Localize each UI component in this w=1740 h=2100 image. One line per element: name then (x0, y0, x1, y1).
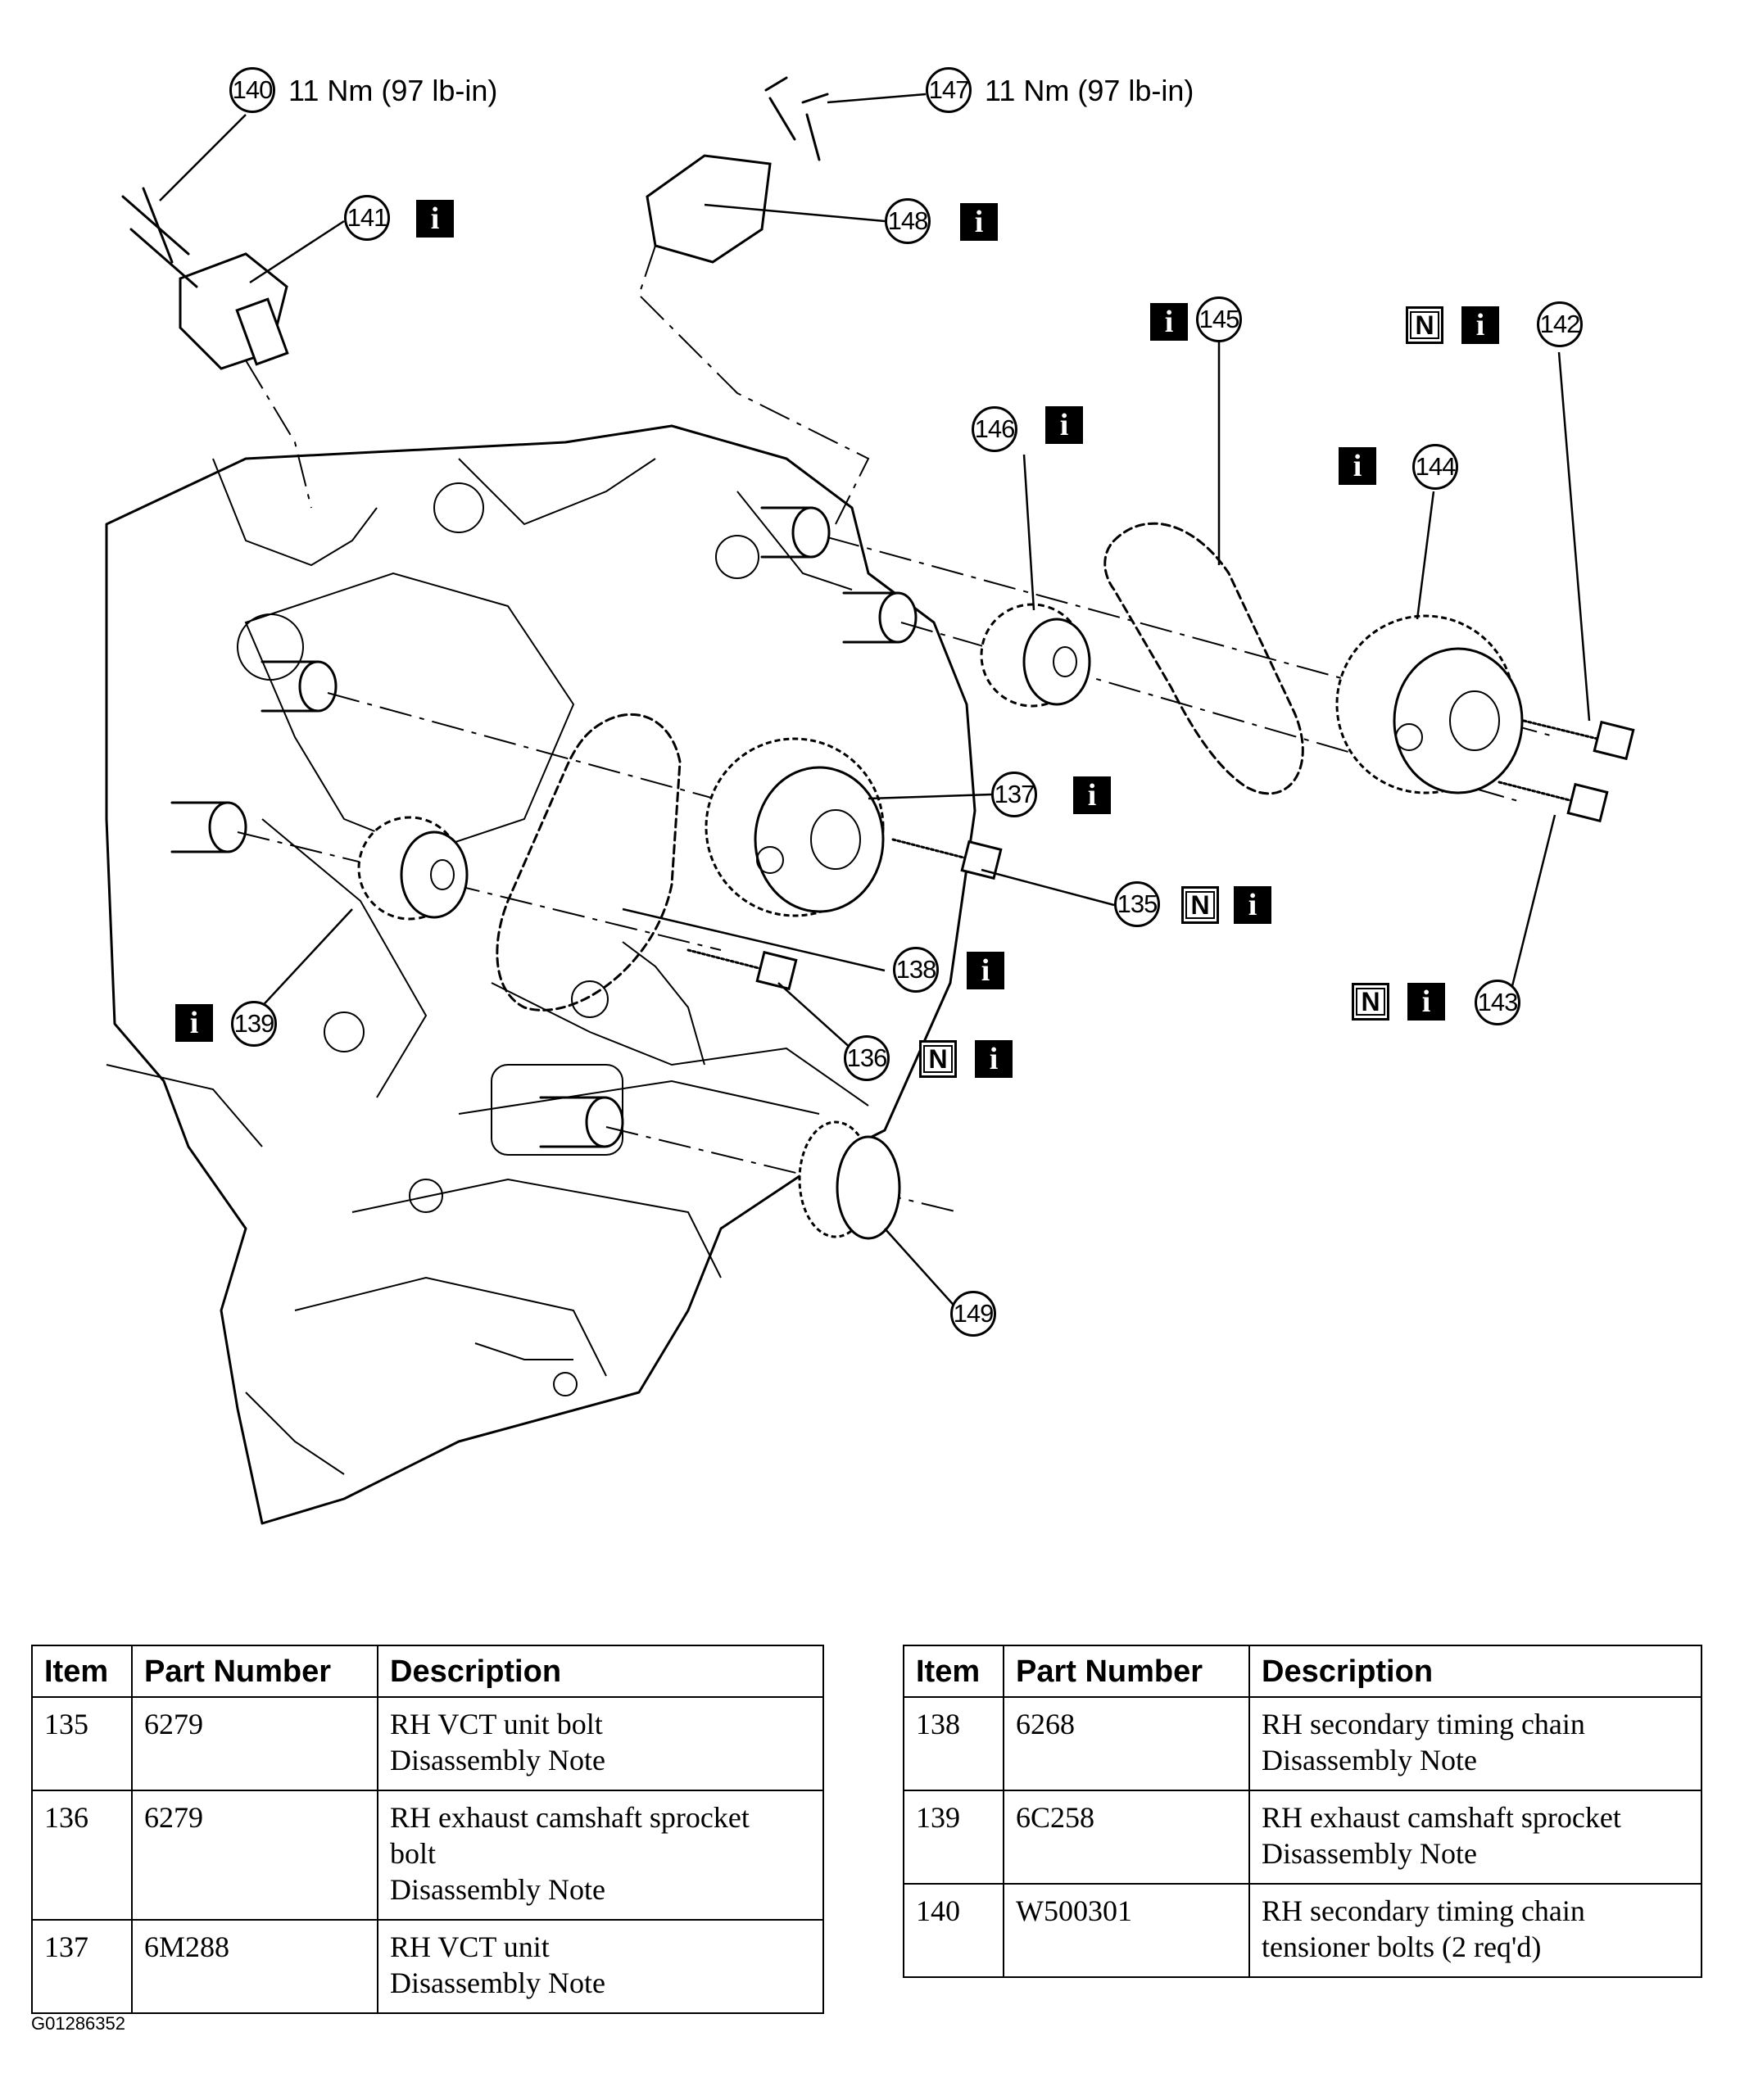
cell-item: 135 (31, 1696, 133, 1791)
note-icon-143: N (1352, 983, 1389, 1021)
vct-unit-144 (1335, 614, 1524, 794)
cell-part-number: 6C258 (1003, 1790, 1250, 1885)
bolts (686, 719, 1635, 991)
description-line: RH secondary timing chain (1262, 1894, 1585, 1927)
cell-item: 137 (31, 1919, 133, 2014)
description-line: RH VCT unit bolt (390, 1708, 603, 1740)
header-description: Description (377, 1645, 824, 1698)
info-icon-141: i (416, 200, 454, 238)
header-description: Description (1248, 1645, 1702, 1698)
note-icon-135: N (1181, 886, 1219, 924)
cell-part-number: 6279 (131, 1696, 378, 1791)
note-icon-142: N (1406, 306, 1443, 344)
callout-146: 146 (972, 406, 1017, 452)
parts-table-right: Item Part Number Description 138 6268 RH… (903, 1645, 1702, 1978)
header-item: Item (31, 1645, 133, 1698)
crank-sprocket-149 (798, 1120, 901, 1240)
torque-spec-147: 11 Nm (97 lb-in) (985, 74, 1194, 107)
cell-item: 138 (903, 1696, 1004, 1791)
engine-block (105, 424, 976, 1525)
tensioner-141 (121, 187, 289, 370)
cell-part-number: 6279 (131, 1790, 378, 1921)
callout-142: 142 (1537, 301, 1583, 347)
header-part-number: Part Number (1003, 1645, 1250, 1698)
bolt-142 (1522, 719, 1635, 761)
exploded-view-drawing: 140 11 Nm (97 lb-in) 141 i 147 11 Nm (97… (105, 67, 1635, 1525)
header-item: Item (903, 1645, 1004, 1698)
chain-145 (1103, 522, 1304, 795)
bolt-143 (1498, 781, 1609, 823)
cell-description: RH secondary timing chain Disassembly No… (1248, 1696, 1702, 1791)
info-icon-142: i (1461, 306, 1499, 344)
description-line: RH exhaust camshaft sprocket (390, 1801, 750, 1834)
info-icon-135: i (1234, 886, 1271, 924)
table-row: 135 6279 RH VCT unit bolt Disassembly No… (31, 1696, 824, 1791)
cell-description: RH secondary timing chain tensioner bolt… (1248, 1883, 1702, 1978)
callout-147: 147 (926, 67, 972, 113)
chain-138 (496, 713, 682, 1012)
parts-table-left: Item Part Number Description 135 6279 RH… (31, 1645, 824, 2014)
callout-135: 135 (1114, 881, 1160, 927)
description-line: Disassembly Note (1262, 1744, 1477, 1776)
cell-part-number: 6268 (1003, 1696, 1250, 1791)
description-line: Disassembly Note (390, 1966, 605, 1999)
callout-138: 138 (893, 947, 939, 993)
callout-141: 141 (344, 195, 390, 241)
description-line: Disassembly Note (1262, 1837, 1477, 1870)
description-line: bolt (390, 1837, 437, 1870)
torque-spec-140: 11 Nm (97 lb-in) (288, 74, 498, 107)
info-icon-146: i (1045, 406, 1083, 444)
engine-line-art (105, 76, 1635, 1525)
callout-145: 145 (1196, 296, 1242, 342)
callout-136: 136 (844, 1035, 890, 1081)
info-icon-138: i (967, 952, 1004, 989)
callout-139: 139 (231, 1001, 277, 1047)
cell-description: RH exhaust camshaft sprocket Disassembly… (1248, 1790, 1702, 1885)
callout-143: 143 (1475, 980, 1520, 1025)
description-line: tensioner bolts (2 req'd) (1262, 1930, 1542, 1963)
bolt-136 (686, 948, 798, 991)
note-icon-136: N (919, 1040, 957, 1078)
cell-item: 140 (903, 1883, 1004, 1978)
callout-137: 137 (991, 772, 1037, 817)
bolt-135 (891, 838, 1003, 880)
cell-description: RH exhaust camshaft sprocket bolt Disass… (377, 1790, 824, 1921)
description-line: Disassembly Note (390, 1744, 605, 1776)
info-icon-148: i (960, 203, 998, 241)
info-icon-144: i (1339, 447, 1376, 485)
cell-part-number: W500301 (1003, 1883, 1250, 1978)
callout-144: 144 (1412, 444, 1458, 490)
cell-item: 139 (903, 1790, 1004, 1885)
table-row: 138 6268 RH secondary timing chain Disas… (903, 1696, 1702, 1791)
table-header-row: Item Part Number Description (903, 1645, 1702, 1698)
info-icon-136: i (975, 1040, 1013, 1078)
info-icon-139: i (175, 1004, 213, 1042)
header-part-number: Part Number (131, 1645, 378, 1698)
tensioner-148 (646, 76, 829, 264)
info-icon-137: i (1073, 776, 1111, 814)
table-row: 136 6279 RH exhaust camshaft sprocket bo… (31, 1790, 824, 1921)
description-line: RH exhaust camshaft sprocket (1262, 1801, 1621, 1834)
vct-unit-137 (705, 737, 885, 917)
table-row: 137 6M288 RH VCT unit Disassembly Note (31, 1919, 824, 2014)
figure-id: G01286352 (31, 2013, 125, 2034)
description-line: Disassembly Note (390, 1873, 605, 1906)
cell-part-number: 6M288 (131, 1919, 378, 2014)
sprocket-139 (357, 816, 469, 921)
sprocket-146 (980, 603, 1091, 708)
info-icon-143: i (1407, 983, 1445, 1021)
callout-148: 148 (885, 198, 931, 244)
description-line: RH VCT unit (390, 1930, 550, 1963)
table-row: 139 6C258 RH exhaust camshaft sprocket D… (903, 1790, 1702, 1885)
callout-149: 149 (950, 1291, 996, 1337)
table-header-row: Item Part Number Description (31, 1645, 824, 1698)
cell-description: RH VCT unit bolt Disassembly Note (377, 1696, 824, 1791)
callout-140: 140 (229, 67, 275, 113)
cell-description: RH VCT unit Disassembly Note (377, 1919, 824, 2014)
camshaft-journals (170, 506, 918, 1148)
description-line: RH secondary timing chain (1262, 1708, 1585, 1740)
cell-item: 136 (31, 1790, 133, 1921)
table-row: 140 W500301 RH secondary timing chain te… (903, 1883, 1702, 1978)
info-icon-145: i (1150, 303, 1188, 341)
